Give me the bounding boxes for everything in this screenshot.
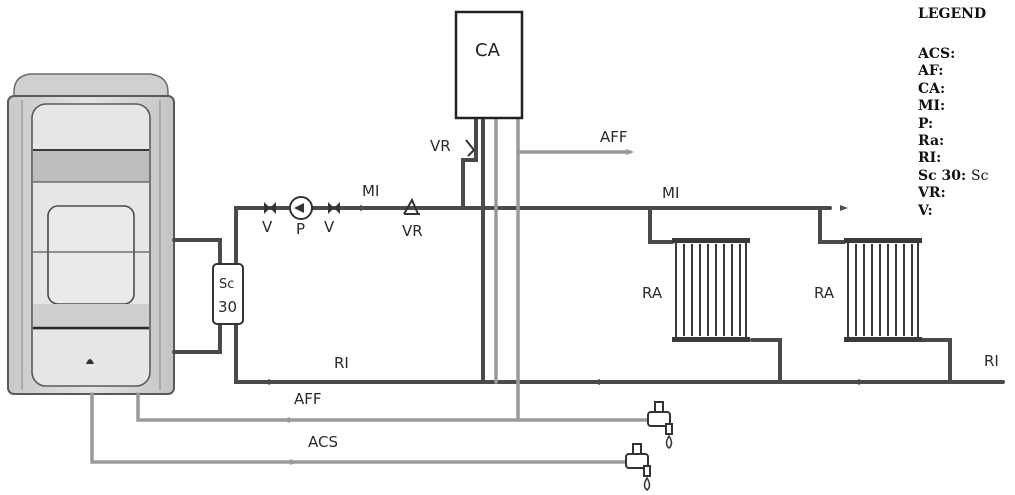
aff-bottom-label: AFF bbox=[294, 390, 322, 408]
legend-code: RI: bbox=[918, 150, 942, 167]
legend-title: LEGEND bbox=[918, 6, 987, 22]
legend-code: CA: bbox=[918, 80, 946, 97]
flow-arrows bbox=[262, 149, 860, 465]
legend-item: AF: bbox=[918, 63, 1015, 80]
ca-label: CA bbox=[475, 40, 501, 61]
boiler-dark-band bbox=[33, 150, 149, 182]
ra-right-label: RA bbox=[814, 284, 835, 302]
boiler-top-cap bbox=[13, 73, 169, 101]
legend-code: ACS: bbox=[918, 46, 956, 62]
boiler-unit bbox=[7, 73, 175, 395]
legend-item: MI: bbox=[918, 98, 1015, 115]
pipe-return-main bbox=[234, 320, 1005, 384]
legend-code: VR: bbox=[918, 185, 946, 202]
ca-box bbox=[454, 10, 524, 120]
sc30-label-line1: Sc bbox=[219, 277, 234, 292]
pump bbox=[289, 196, 313, 220]
mi-left-label: MI bbox=[362, 182, 379, 200]
legend-item: RI: bbox=[918, 150, 1015, 167]
heating-pipes bbox=[172, 118, 1005, 384]
acs-label: ACS bbox=[308, 433, 338, 451]
p-label: P bbox=[296, 220, 305, 238]
pipe-radiator2-return bbox=[920, 338, 952, 384]
pipe-ca-riser bbox=[461, 118, 478, 210]
legend-item: Ra: bbox=[918, 133, 1015, 150]
pipe-radiator1-return bbox=[750, 338, 782, 384]
radiator-2 bbox=[844, 238, 922, 342]
aff-top-label: AFF bbox=[600, 128, 628, 146]
vr-mid-label: VR bbox=[402, 222, 423, 240]
sc30-label-line2: 30 bbox=[218, 298, 237, 316]
legend-item: CA: bbox=[918, 81, 1015, 98]
legend-code: MI: bbox=[918, 98, 946, 115]
tap-hot-icon bbox=[625, 443, 651, 491]
pipe-radiator2-supply bbox=[818, 206, 846, 244]
legend-item: ACS: bbox=[918, 46, 1015, 63]
pipe-acs bbox=[90, 392, 632, 464]
boiler-flame-icon bbox=[86, 359, 94, 364]
v-right-label: V bbox=[324, 218, 335, 236]
tap-cold-icon bbox=[647, 401, 673, 449]
sc30-exchanger bbox=[212, 263, 244, 325]
mi-right-label: MI bbox=[662, 184, 679, 202]
legend-code: P: bbox=[918, 115, 934, 132]
legend-item: VR: bbox=[918, 185, 1015, 202]
sanitary-pipes bbox=[90, 118, 652, 464]
pipe-boiler-flow bbox=[172, 238, 222, 268]
pipe-boiler-return bbox=[172, 320, 222, 354]
radiator-1 bbox=[672, 238, 750, 342]
pipe-supply-main bbox=[234, 206, 832, 264]
legend-code: AF: bbox=[918, 63, 944, 80]
legend-item: V: bbox=[918, 203, 1015, 220]
legend-item: Sc 30: Sc bbox=[918, 168, 1015, 185]
valve-right bbox=[328, 202, 340, 214]
legend-desc: Sc bbox=[971, 167, 989, 184]
ra-left-label: RA bbox=[642, 284, 663, 302]
pipe-aff-bottom bbox=[136, 392, 652, 422]
legend-code: V: bbox=[918, 202, 933, 219]
ri-mid-label: RI bbox=[334, 354, 349, 372]
pipe-radiator1-supply bbox=[648, 206, 674, 244]
ri-right-label: RI bbox=[984, 352, 999, 370]
legend-code: Sc 30: bbox=[918, 167, 967, 184]
valve-left bbox=[264, 202, 276, 214]
check-valve-mid bbox=[403, 197, 420, 215]
vr-top-label: VR bbox=[430, 137, 451, 155]
check-valve-top bbox=[465, 139, 476, 157]
boiler-door bbox=[47, 205, 135, 305]
v-left-label: V bbox=[262, 218, 273, 236]
legend-item: P: bbox=[918, 116, 1015, 133]
legend-code: Ra: bbox=[918, 132, 945, 149]
boiler-lower-band bbox=[33, 304, 149, 330]
